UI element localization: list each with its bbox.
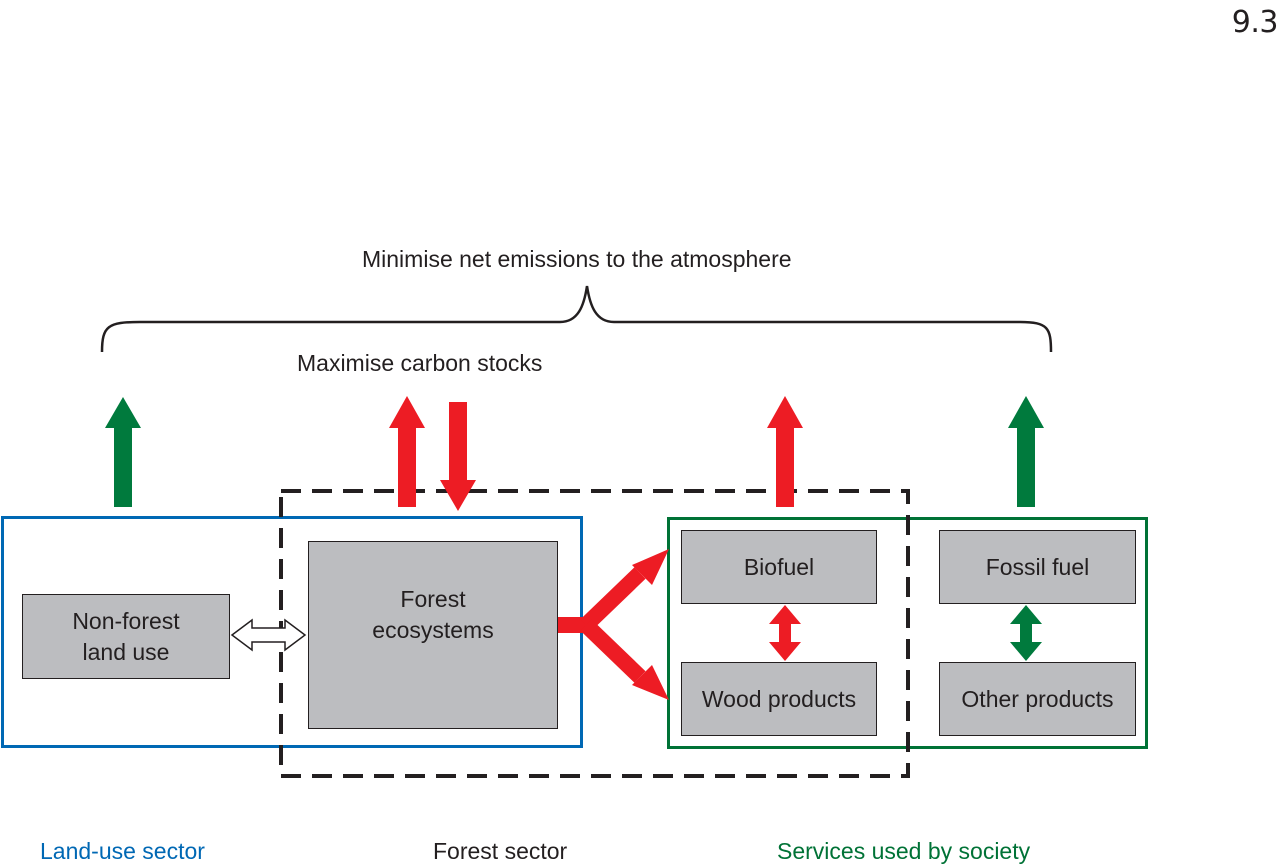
biofuel-box: Biofuel [681, 530, 877, 604]
fossil-fuel-emission-arrow [1008, 396, 1044, 507]
top-goal-label: Minimise net emissions to the atmosphere [362, 246, 792, 272]
figure-number: 9.3 [1231, 5, 1279, 40]
wood-products-label: Wood products [701, 685, 857, 712]
other-products-label: Other products [961, 685, 1114, 712]
other-products-box: Other products [939, 662, 1136, 736]
biofuel-label: Biofuel [743, 553, 815, 580]
biofuel-emission-arrow [767, 396, 803, 507]
land-use-sector-label: Land-use sector [40, 838, 205, 864]
forest-label-line2: ecosystems [372, 617, 494, 643]
wood-products-box: Wood products [681, 662, 877, 736]
forest-emission-arrow [389, 396, 425, 507]
forest-sector-label: Forest sector [433, 838, 568, 864]
fossil-fuel-label: Fossil fuel [985, 553, 1090, 580]
non-forest-label-line1: Non-forest [72, 607, 180, 634]
emissions-brace [100, 285, 1053, 353]
services-sector-label: Services used by society [777, 838, 1031, 864]
forest-uptake-arrow [440, 402, 476, 511]
land-use-emission-arrow [105, 397, 141, 507]
non-forest-land-use-box: Non-forest land use [22, 594, 230, 679]
sub-goal-label: Maximise carbon stocks [297, 350, 543, 376]
forest-ecosystems-box: Forest ecosystems [308, 541, 558, 729]
fossil-fuel-box: Fossil fuel [939, 530, 1136, 604]
non-forest-label-line2: land use [82, 638, 170, 665]
forest-label-line1: Forest [400, 586, 466, 612]
